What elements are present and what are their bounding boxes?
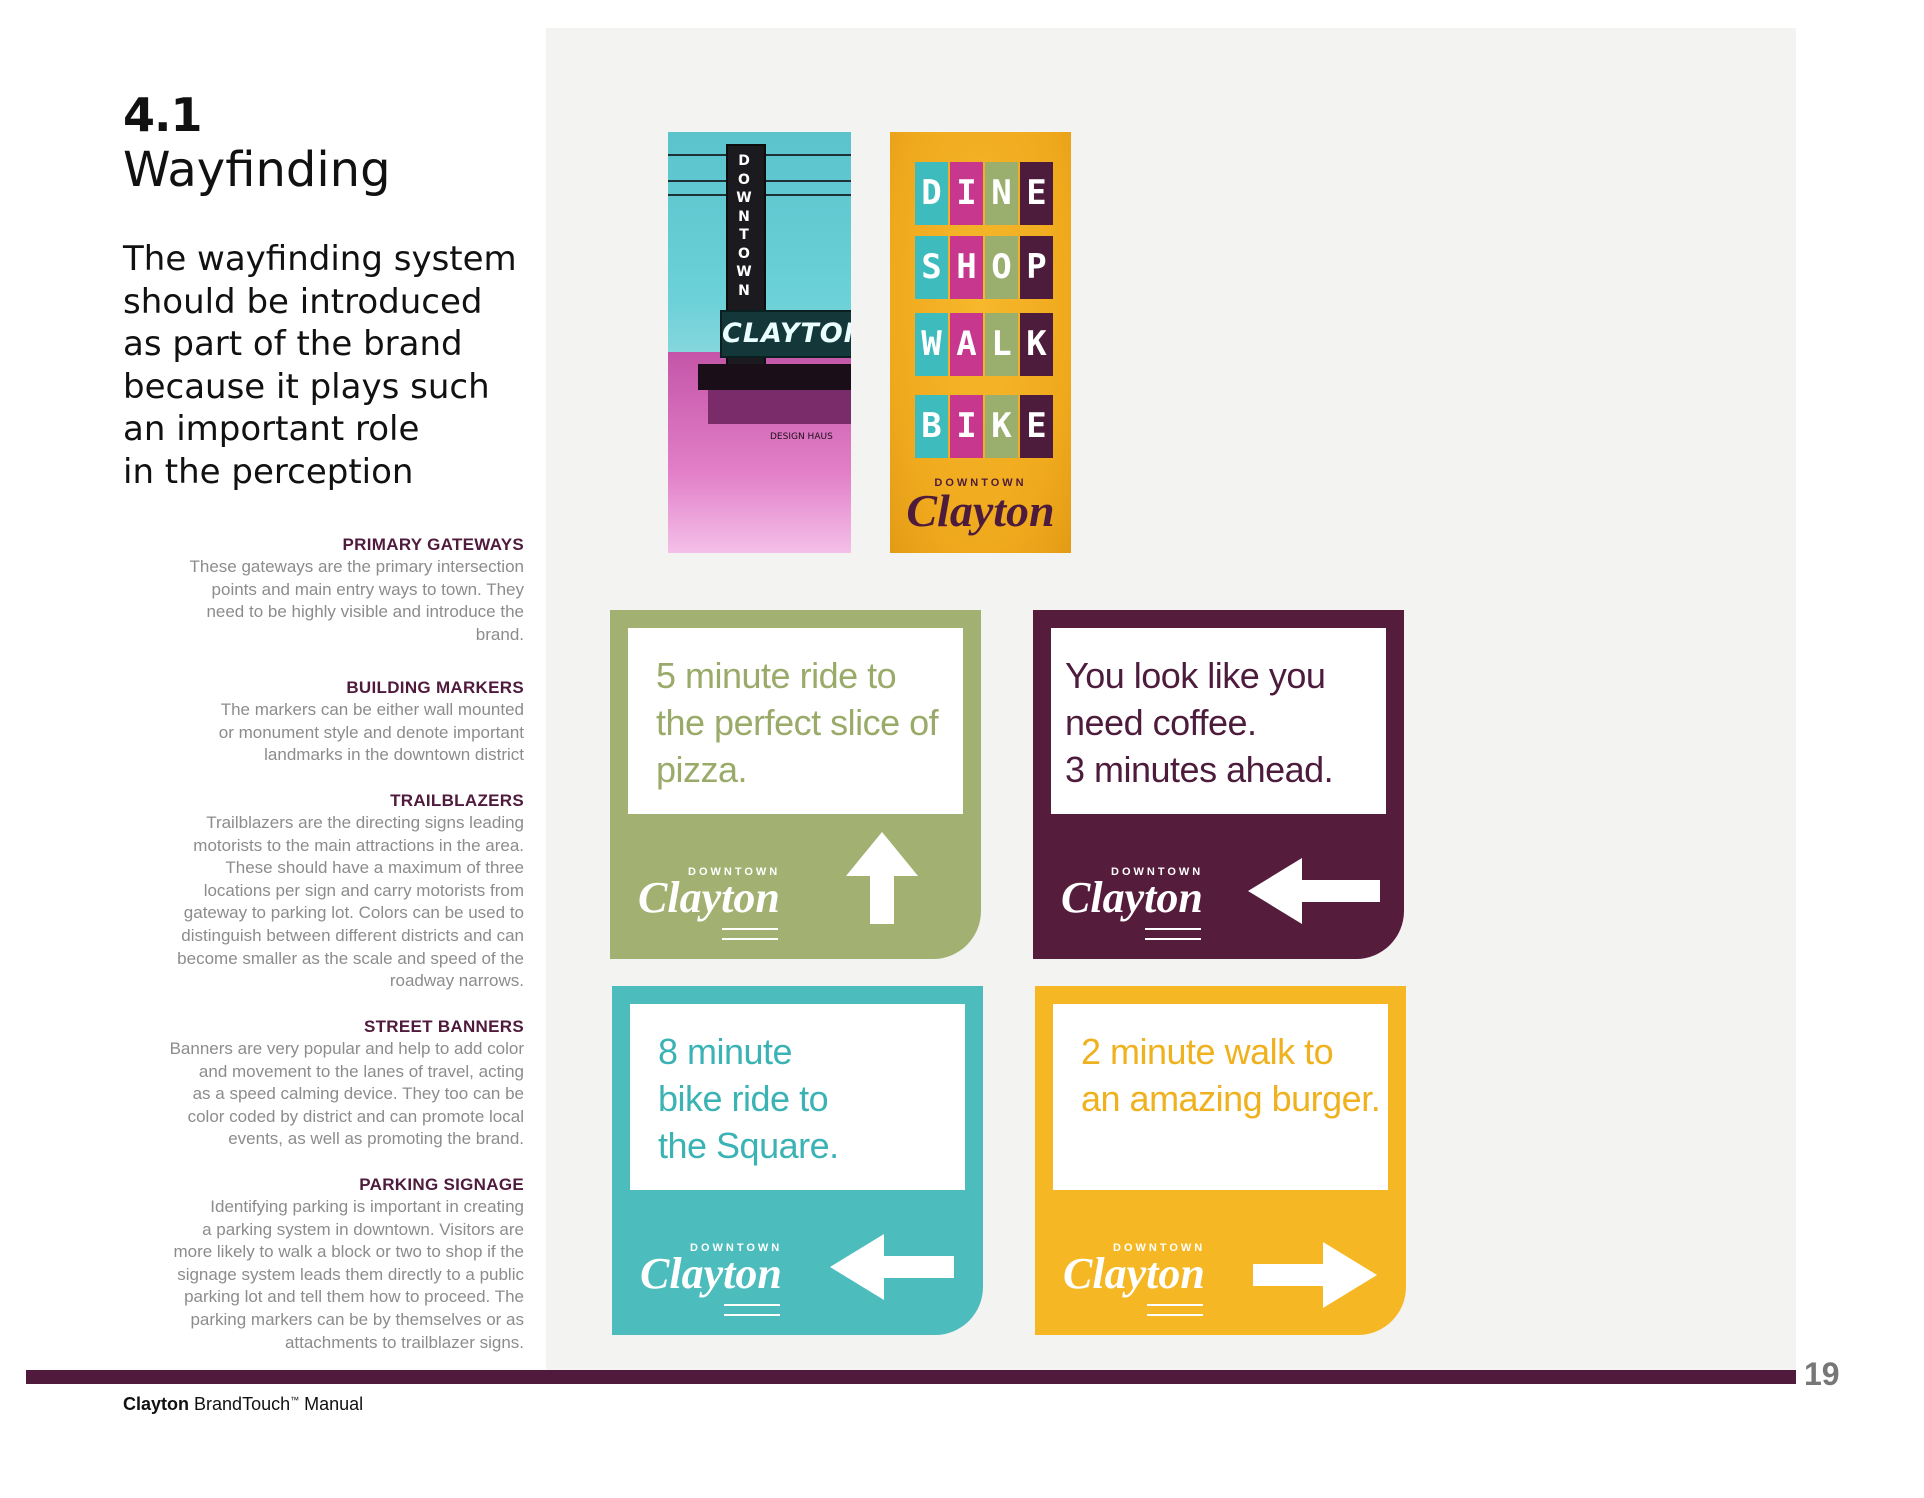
banner-tile: S (915, 236, 948, 299)
sign-message: 5 minute ride to the perfect slice of pi… (656, 655, 939, 790)
sign-downtown-label: DOWNTOWN (688, 866, 781, 878)
intro-line: The wayfinding system (123, 239, 517, 279)
sign-burger: 2 minute walk to an amazing burger. DOWN… (1035, 986, 1406, 1335)
right-arrow-icon (1253, 1242, 1377, 1308)
sign-message: 2 minute walk to an amazing burger. (1081, 1031, 1381, 1119)
sign-message-panel: 2 minute walk to an amazing burger. (1053, 1004, 1388, 1190)
sign-message: You look like you need coffee. 3 minutes… (1065, 655, 1334, 790)
banner-tile: E (1020, 395, 1053, 458)
sign-square: 8 minute bike ride to the Square. DOWNTO… (612, 986, 983, 1335)
logo-underline (722, 928, 778, 940)
intro-paragraph: The wayfinding system should be introduc… (123, 238, 543, 493)
sign-downtown-label: DOWNTOWN (690, 1242, 783, 1254)
left-arrow-icon (1248, 858, 1380, 924)
awning (698, 364, 851, 390)
footer-product: BrandTouch (194, 1394, 291, 1414)
item-body: Identifying parking is important in crea… (173, 1197, 524, 1352)
sign-downtown-label: DOWNTOWN (1111, 866, 1204, 878)
intro-line: in the perception (123, 451, 414, 492)
item-heading: STREET BANNERS (363, 1017, 524, 1036)
item-heading: PARKING SIGNAGE (359, 1175, 524, 1194)
sign-message: 8 minute bike ride to the Square. (658, 1031, 839, 1166)
vertical-sign-letters: D O W N T O W N (736, 153, 752, 299)
item-heading: BUILDING MARKERS (346, 678, 524, 697)
banner-tile: L (985, 313, 1018, 376)
item-building-markers: BUILDING MARKERS The markers can be eith… (120, 677, 524, 767)
footer-brand: Clayton (123, 1394, 190, 1414)
intro-line: should be introduced (123, 281, 483, 322)
clayton-logo: Clayton (638, 873, 780, 922)
item-heading: PRIMARY GATEWAYS (342, 535, 524, 554)
logo-underline (1145, 928, 1201, 940)
item-primary-gateways: PRIMARY GATEWAYS These gateways are the … (120, 534, 525, 646)
item-trailblazers: TRAILBLAZERS Trailblazers are the direct… (120, 790, 524, 993)
page-title: Wayfinding (123, 142, 391, 198)
banner-tile: B (915, 395, 948, 458)
intro-line: because it plays such (123, 366, 490, 407)
banner-tile: A (950, 313, 983, 376)
sign-pizza: 5 minute ride to the perfect slice of pi… (610, 610, 981, 959)
item-parking-signage: PARKING SIGNAGE Identifying parking is i… (120, 1174, 524, 1354)
sign-message-panel: 8 minute bike ride to the Square. (630, 1004, 965, 1190)
item-body: These gateways are the primary intersect… (189, 557, 525, 644)
intro-line: an important role (123, 409, 420, 449)
footer-suffix: Manual (304, 1394, 364, 1414)
banner-tile: W (915, 313, 948, 376)
banner-tile: K (1020, 313, 1053, 376)
marquee-sign: CLAYTON (720, 310, 851, 358)
sign-message-panel: 5 minute ride to the perfect slice of pi… (628, 628, 963, 814)
banner-tile: P (1020, 236, 1053, 299)
item-body: Trailblazers are the directing signs lea… (177, 813, 524, 991)
footer-text: Clayton BrandTouch™ Manual (123, 1394, 363, 1415)
clayton-logo: Clayton (1063, 1249, 1205, 1298)
sign-coffee: You look like you need coffee. 3 minutes… (1033, 610, 1404, 959)
sign-message-panel: You look like you need coffee. 3 minutes… (1051, 628, 1386, 814)
banner-tile: H (950, 236, 983, 299)
logo-underline (1147, 1304, 1203, 1316)
footer-bar (26, 1370, 1796, 1384)
banner-tile: E (1020, 162, 1053, 225)
intro-line: as part of the brand (123, 324, 463, 364)
clayton-logo: Clayton (1061, 873, 1203, 922)
banner-tile: I (950, 162, 983, 225)
banner-tile: K (985, 395, 1018, 458)
street-banner: D I N E S H O P W A L K B I K E DOWNTOWN… (890, 132, 1071, 553)
downtown-clayton-photo: D O W N T O W N CLAYTON DESIGN HAUS (668, 132, 851, 553)
banner-downtown-label: DOWNTOWN (934, 477, 1027, 489)
item-street-banners: STREET BANNERS Banners are very popular … (120, 1016, 524, 1151)
logo-underline (724, 1304, 780, 1316)
clayton-logo: Clayton (640, 1249, 782, 1298)
left-arrow-icon (830, 1234, 954, 1300)
item-body: Banners are very popular and help to add… (169, 1039, 524, 1149)
item-heading: TRAILBLAZERS (390, 791, 524, 810)
banner-tile: O (985, 236, 1018, 299)
storefront-sign: DESIGN HAUS (770, 432, 833, 442)
page-number: 19 (1804, 1356, 1840, 1392)
sign-downtown-label: DOWNTOWN (1113, 1242, 1206, 1254)
item-body: The markers can be either wall mounted o… (218, 700, 524, 765)
banner-tile: D (915, 162, 948, 225)
banner-clayton-logo: Clayton (906, 485, 1055, 536)
banner-tile: N (985, 162, 1018, 225)
awning-underside (708, 390, 851, 424)
footer-tm: ™ (290, 1395, 300, 1405)
up-arrow-icon (846, 832, 918, 924)
section-number: 4.1 (123, 88, 202, 142)
banner-tile: I (950, 395, 983, 458)
